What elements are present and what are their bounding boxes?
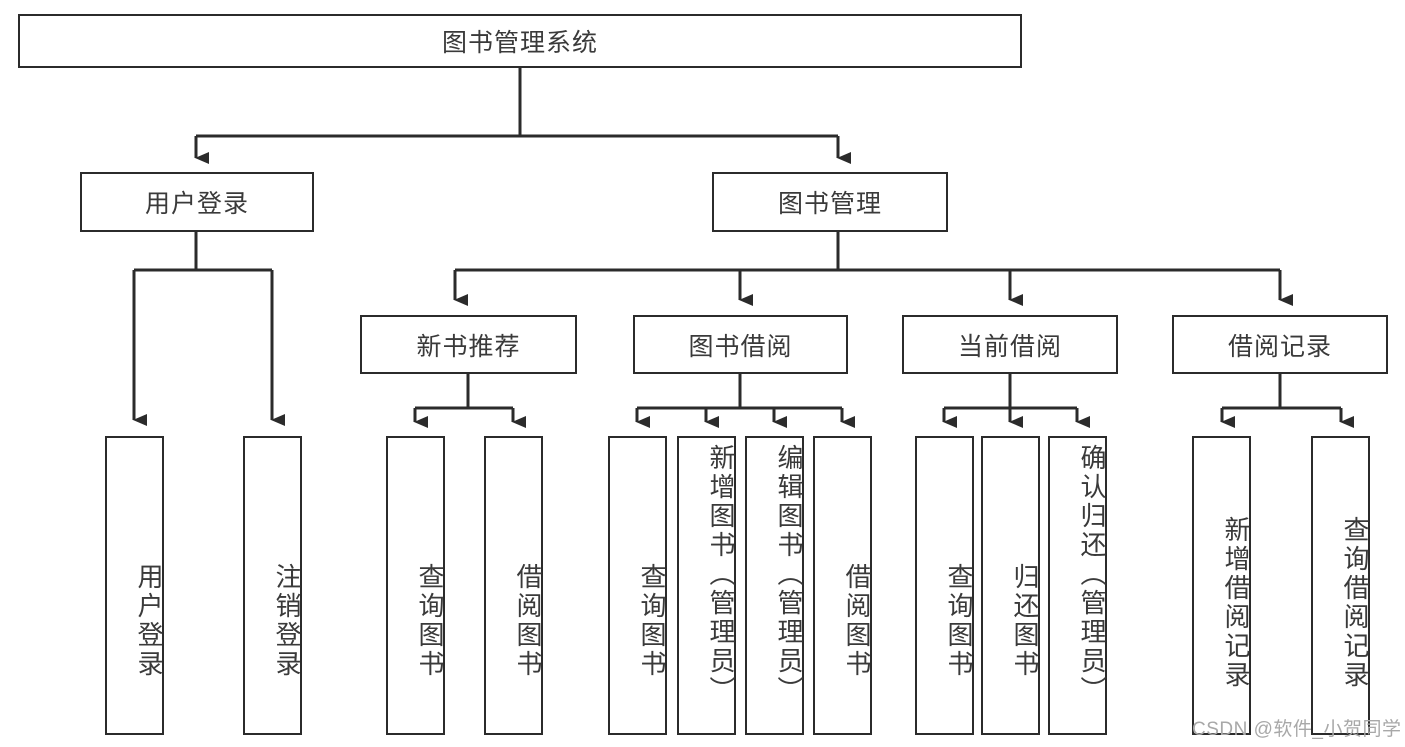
node-user-login[interactable]: 用户登录 — [80, 172, 314, 232]
node-label: 查询借阅记录 — [1340, 515, 1370, 690]
node-label: 用户登录 — [134, 562, 164, 679]
leaf-current-borrow-confirm-return-admin[interactable]: 确认归还（管理员） — [1048, 436, 1107, 735]
leaf-book-borrow-edit-book-admin[interactable]: 编辑图书（管理员） — [745, 436, 804, 735]
node-label: 用户登录 — [144, 190, 249, 218]
leaf-borrow-record-add-record[interactable]: 新增借阅记录 — [1192, 436, 1251, 735]
node-book-borrow[interactable]: 图书借阅 — [633, 315, 848, 374]
node-label: 图书管理 — [777, 190, 882, 218]
node-label: 图书管理系统 — [441, 29, 598, 57]
leaf-current-borrow-query-book[interactable]: 查询图书 — [915, 436, 974, 735]
node-borrow-record[interactable]: 借阅记录 — [1172, 315, 1388, 374]
node-label: 当前借阅 — [957, 332, 1062, 361]
leaf-user-login-login[interactable]: 用户登录 — [105, 436, 164, 735]
node-label: 图书借阅 — [688, 332, 793, 361]
node-label: 查询图书 — [415, 562, 445, 679]
node-label: 归还图书 — [1010, 562, 1040, 679]
leaf-new-book-query-book[interactable]: 查询图书 — [386, 436, 445, 735]
node-label: 查询图书 — [637, 562, 667, 679]
node-label: 编辑图书（管理员） — [774, 444, 804, 705]
leaf-book-borrow-add-book-admin[interactable]: 新增图书（管理员） — [677, 436, 736, 735]
node-root-system[interactable]: 图书管理系统 — [18, 14, 1022, 68]
leaf-book-borrow-borrow-book[interactable]: 借阅图书 — [813, 436, 872, 735]
node-new-book-recommend[interactable]: 新书推荐 — [360, 315, 577, 374]
node-book-management[interactable]: 图书管理 — [712, 172, 948, 232]
node-label: 借阅记录 — [1227, 332, 1332, 361]
node-label: 查询图书 — [944, 562, 974, 679]
node-label: 注销登录 — [272, 562, 302, 679]
watermark-text: CSDN @软件_小贺同学 — [1192, 719, 1402, 740]
leaf-book-borrow-query-book[interactable]: 查询图书 — [608, 436, 667, 735]
leaf-new-book-borrow-book[interactable]: 借阅图书 — [484, 436, 543, 735]
node-label: 新增图书（管理员） — [706, 444, 736, 705]
node-label: 确认归还（管理员） — [1077, 444, 1107, 705]
node-label: 新书推荐 — [416, 332, 521, 361]
node-current-borrow[interactable]: 当前借阅 — [902, 315, 1118, 374]
node-label: 借阅图书 — [842, 562, 872, 679]
node-label: 借阅图书 — [513, 562, 543, 679]
leaf-user-login-logout[interactable]: 注销登录 — [243, 436, 302, 735]
leaf-current-borrow-return-book[interactable]: 归还图书 — [981, 436, 1040, 735]
node-label: 新增借阅记录 — [1221, 515, 1251, 690]
leaf-borrow-record-query-record[interactable]: 查询借阅记录 — [1311, 436, 1370, 735]
